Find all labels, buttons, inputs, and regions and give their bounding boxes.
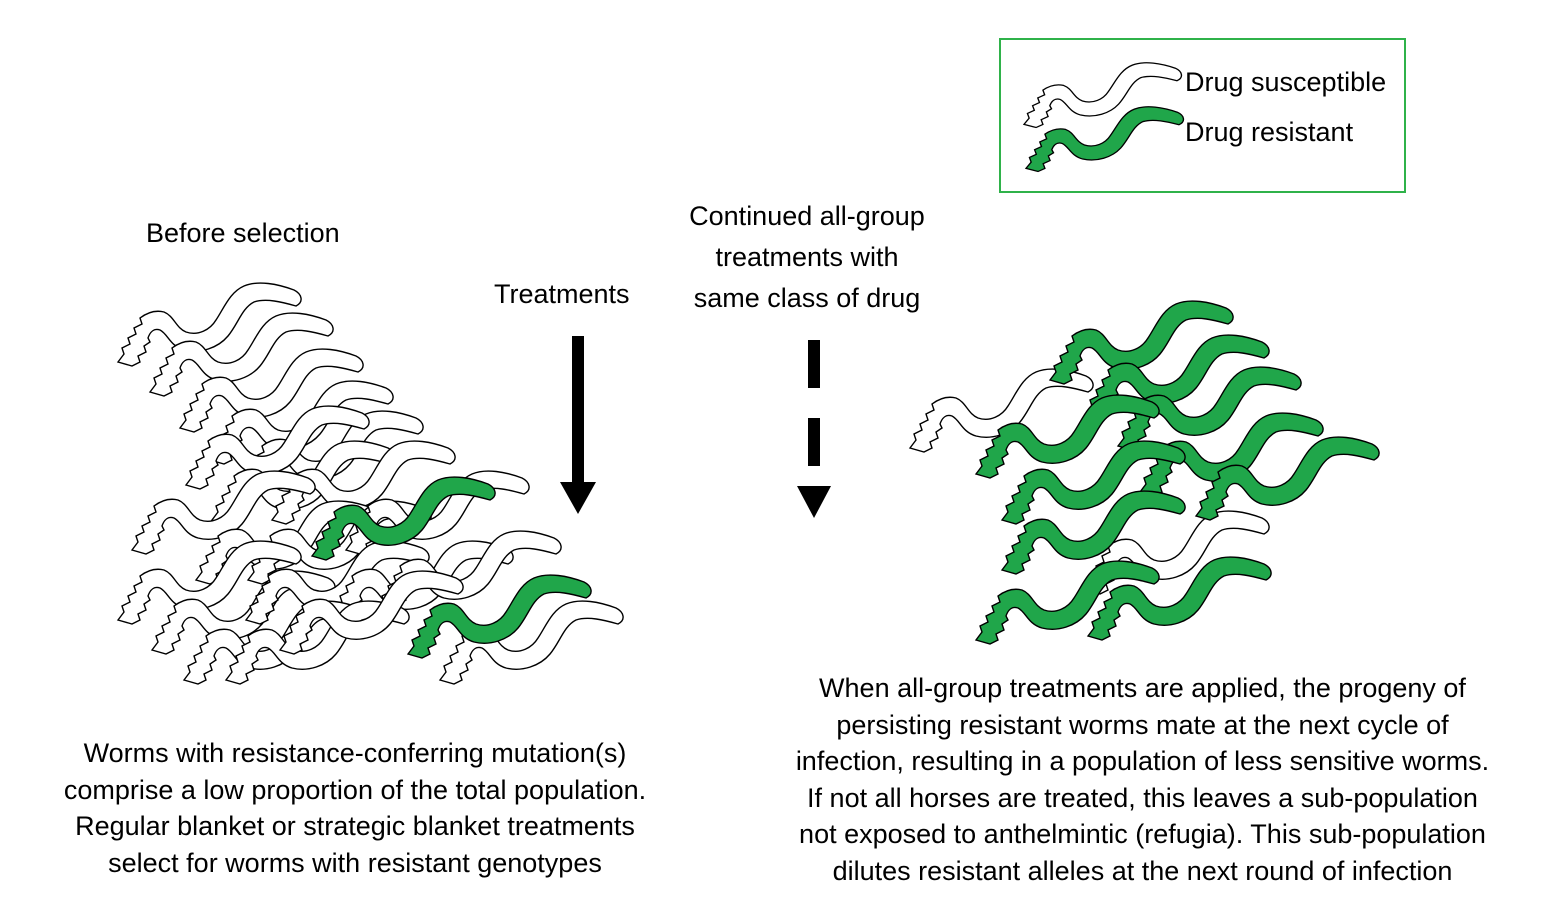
left-caption-line: comprise a low proportion of the total p… — [63, 774, 647, 805]
susceptible-worm — [439, 600, 624, 685]
left-caption-line: Worms with resistance-conferring mutatio… — [83, 738, 627, 768]
left-caption-line: Regular blanket or strategic blanket tre… — [75, 811, 635, 841]
left-caption-line: select for worms with resistant genotype… — [108, 847, 602, 878]
legend-resistant-label: Drug resistant — [1185, 117, 1354, 147]
right-caption: When all-group treatments are applied, t… — [770, 670, 1515, 889]
continued-treatment-label-line: treatments with — [715, 242, 899, 272]
continued-treatment-label-line: same class of drug — [693, 283, 921, 313]
before-selection-heading: Before selection — [146, 218, 340, 248]
right-caption-line: not exposed to anthelmintic (refugia). T… — [799, 819, 1486, 849]
right-caption-line: dilutes resistant alleles at the next ro… — [832, 855, 1453, 886]
legend-susceptible-label: Drug susceptible — [1185, 67, 1387, 97]
continued-treatment-dashed-arrow — [797, 340, 831, 518]
treatments-label: Treatments — [494, 279, 630, 309]
treatment-arrow — [560, 336, 596, 514]
right-caption-line: persisting resistant worms mate at the n… — [836, 709, 1449, 740]
resistant-worm — [1195, 436, 1380, 521]
left-caption: Worms with resistance-conferring mutatio… — [20, 735, 690, 881]
right-caption-line: If not all horses are treated, this leav… — [807, 782, 1478, 813]
post-selection-worm-population — [909, 300, 1380, 645]
right-caption-line: infection, resulting in a population of … — [795, 746, 1490, 776]
right-caption-line: When all-group treatments are applied, t… — [819, 673, 1466, 703]
legend-box — [999, 38, 1406, 193]
continued-treatment-label: Continued all-group treatments with same… — [657, 198, 957, 317]
pre-selection-worm-population — [117, 282, 624, 685]
continued-treatment-label-line: Continued all-group — [689, 201, 925, 231]
